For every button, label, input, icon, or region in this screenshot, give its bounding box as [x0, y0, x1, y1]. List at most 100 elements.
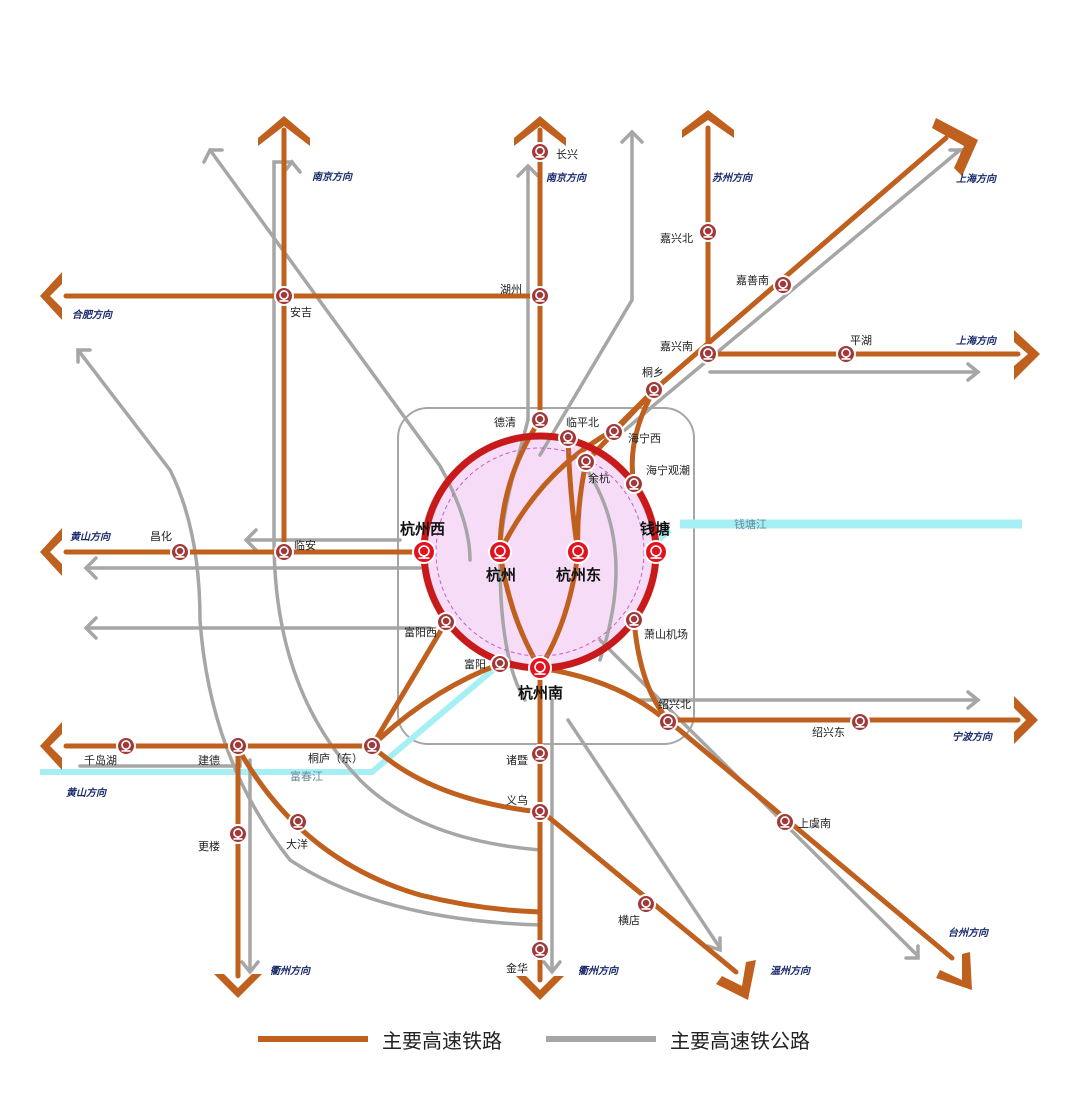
rail-logo-stem-icon	[279, 299, 289, 302]
dir-nanjing-2: 南京方向	[546, 172, 587, 184]
highway-shanghai-upper	[623, 148, 962, 432]
highway-arrow-hs2	[83, 556, 98, 580]
label-jiaxingbei: 嘉兴北	[660, 231, 693, 245]
rail-tonglu-fuyang	[369, 619, 449, 749]
station-marker-hengdian	[636, 894, 656, 914]
dir-huangshan-1: 黄山方向	[70, 531, 111, 543]
station-marker-changhua	[170, 542, 190, 562]
arrow-wenzhou	[716, 960, 756, 1000]
label-gengou: 更楼	[198, 839, 220, 853]
dir-shanghai-2: 上海方向	[956, 335, 997, 347]
station-icon-fuyang	[490, 654, 510, 674]
highway-arrow-taizhou	[904, 944, 920, 960]
rail-taizhou	[631, 617, 955, 961]
station-icon-hangzhounan	[528, 656, 552, 680]
station-marker-gengou	[228, 824, 248, 844]
station-icon-hangzhou	[488, 540, 512, 564]
highway-arrow-pinghu	[966, 362, 981, 382]
rail-jiande-south	[235, 745, 543, 915]
station-icon-qiantang	[644, 540, 668, 564]
station-marker-yuhang	[576, 452, 596, 472]
highway-arrow-ningbo	[966, 690, 981, 710]
arrow-huangshan	[40, 528, 62, 576]
station-icon-zhuji	[530, 744, 550, 764]
rail-logo-stem-icon	[649, 393, 659, 396]
rail-logo-stem-icon	[629, 623, 639, 626]
label-fuyangxi: 富阳西	[404, 625, 437, 639]
station-icon-haininguanchao	[624, 474, 644, 494]
station-marker-tongxiang	[644, 380, 664, 400]
label-shaoxingdong: 绍兴东	[812, 725, 845, 739]
label-pinghu: 平湖	[850, 334, 872, 347]
arrow-south	[516, 976, 564, 1000]
rail-logo-stem-icon	[279, 555, 289, 558]
station-markers	[116, 142, 870, 960]
rail-logo-stem-icon	[233, 837, 243, 840]
label-shangyunan: 上虞南	[798, 816, 831, 830]
rail-logo-stem-icon	[778, 288, 788, 291]
station-marker-jiande	[228, 736, 248, 756]
station-marker-shaoxingbei	[658, 712, 678, 732]
highway-wenzhou	[566, 718, 722, 950]
station-marker-zhuji	[530, 744, 550, 764]
rail-logo-stem-icon	[534, 671, 546, 675]
label-dayang: 大洋	[286, 837, 308, 851]
rail-logo-stem-icon	[535, 155, 545, 158]
dir-shanghai-1: 上海方向	[956, 173, 997, 185]
rail-logo-stem-icon	[535, 299, 545, 302]
label-hainingxi: 海宁西	[628, 431, 661, 445]
station-icon-qiandaohu	[116, 736, 136, 756]
highway-north-gray	[538, 130, 634, 457]
station-marker-pinghu	[836, 344, 856, 364]
station-marker-hangzhounan	[528, 656, 552, 680]
station-icon-deqing	[530, 410, 550, 430]
label-xiaoshanjichang: 萧山机场	[644, 627, 688, 641]
dir-nanjing-1: 南京方向	[312, 171, 353, 183]
label-linan: 临安	[294, 538, 316, 552]
rail-logo-stem-icon	[855, 725, 865, 728]
rail-logo-stem-icon	[441, 625, 451, 628]
legend-rail: 主要高速铁路	[258, 1022, 502, 1056]
rail-logo-stem-icon	[629, 487, 639, 490]
station-marker-dayang	[288, 812, 308, 832]
label-changhua: 昌化	[150, 529, 172, 543]
rail-logo-stem-icon	[841, 357, 851, 360]
direction-labels: 南京方向 南京方向 苏州方向 上海方向 上海方向 合肥方向 黄山方向 黄山方向 …	[66, 171, 997, 977]
station-icon-shangyunan	[775, 812, 795, 832]
dir-hefei: 合肥方向	[72, 309, 113, 321]
station-marker-hangzhouxi	[412, 540, 436, 564]
rail-logo-stem-icon	[609, 435, 619, 438]
station-icon-jiaxingbei	[698, 222, 718, 242]
label-yiwu: 义乌	[506, 793, 528, 807]
dir-huangshan-2: 黄山方向	[66, 787, 107, 799]
label-hangzhounan: 杭州南	[518, 684, 563, 702]
label-fuyang: 富阳	[464, 657, 486, 671]
legend: 主要高速铁路 主要高速铁公路	[250, 1022, 870, 1056]
legend-highway: 主要高速铁公路	[546, 1022, 810, 1056]
arrow-suzhou	[682, 110, 734, 138]
legend-highway-swatch	[546, 1036, 656, 1042]
station-icon-anji	[274, 286, 294, 306]
highway-arrow-north-gray	[620, 129, 644, 144]
dir-wenzhou: 温州方向	[770, 965, 811, 977]
arrow-hefei	[40, 272, 62, 320]
station-labels: 长兴 湖州 安吉 嘉兴北 嘉善南 嘉兴南 平湖 桐乡 德清 临平北 海宁西 余杭…	[84, 148, 872, 975]
highway-ring-inner	[578, 458, 618, 662]
station-icon-tongxiang	[644, 380, 664, 400]
highway-arrow-south	[542, 960, 562, 975]
station-marker-linan	[274, 542, 294, 562]
station-icon-jinhua	[530, 940, 550, 960]
station-marker-tonglu	[362, 736, 382, 756]
station-icon-hangzhouxi	[412, 540, 436, 564]
arrow-shanghai-1	[932, 118, 978, 176]
station-icon-linpingbei	[558, 428, 578, 448]
rail-logo-stem-icon	[641, 907, 651, 910]
station-marker-linpingbei	[558, 428, 578, 448]
highway-nanjing-west	[272, 160, 542, 852]
arrow-quzhou	[214, 974, 262, 998]
station-icon-xiaoshanjichang	[624, 610, 644, 630]
rail-logo-stem-icon	[572, 555, 584, 559]
station-icon-jiaxingnan	[698, 344, 718, 364]
station-marker-huzhou	[530, 286, 550, 306]
